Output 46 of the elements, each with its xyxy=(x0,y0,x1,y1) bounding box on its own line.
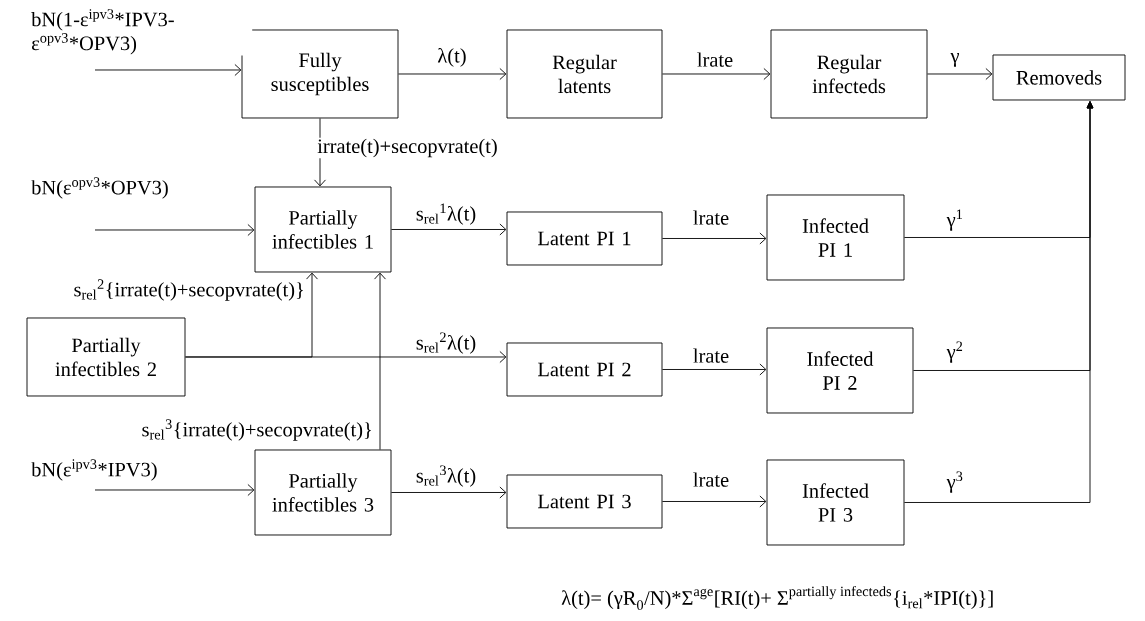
edge-label: lrate xyxy=(695,51,735,68)
arrow xyxy=(391,486,507,499)
compartment-box: Partially infectibles 1 xyxy=(254,186,392,273)
arrow xyxy=(391,223,507,236)
compartment-box: Regular latents xyxy=(506,29,663,119)
formula-note: $\text{λ(t)= (γR}_{\text{0}}\text{/N)*Σ}^{\text{age}}\text{[RI(t)+ Σ}^{\text{partially infecteds}}\text{\{i}_{\text{rel}}\text{*IPI(t)\}]}$ xyxy=(561,586,993,610)
edge-label: γ$^{3}$ xyxy=(945,470,965,494)
edge-label: bN(ε$^{opv3}$*OPV3) xyxy=(30,176,170,200)
edge-label: lrate xyxy=(691,347,731,364)
edge-label: s$_{rel}$$^{3}${irrate(t)+secopvrate(t)} xyxy=(140,418,374,442)
compartment-box: Latent PI 3 xyxy=(506,474,663,529)
arrow xyxy=(374,272,386,450)
compartment-box: Infected PI 2 xyxy=(766,327,914,414)
edge-label: λ(t) xyxy=(436,47,468,68)
edge-label: s$_{rel}$$^{3}$λ(t) xyxy=(414,464,478,488)
compartment-box: Infected PI 1 xyxy=(766,194,905,281)
edge-label: lrate xyxy=(691,209,731,226)
arrow xyxy=(398,68,507,80)
edge-label: γ$^{1}$ xyxy=(945,208,965,232)
arrow xyxy=(904,101,1094,503)
compartment-box: Latent PI 1 xyxy=(506,211,663,266)
arrow xyxy=(662,495,767,508)
compartment-box: Fully susceptibles xyxy=(241,29,399,119)
arrow xyxy=(94,224,255,236)
arrow xyxy=(927,68,993,80)
compartment-box: Removeds xyxy=(992,54,1126,101)
arrow xyxy=(185,351,507,363)
edge-label: bN(ε$^{ipv3}$*IPV3) xyxy=(30,458,159,482)
compartment-box: Infected PI 3 xyxy=(766,459,905,546)
compartment-box: Partially infectibles 2 xyxy=(26,317,186,397)
edge-label: irrate(t)+secopvrate(t) xyxy=(316,137,499,159)
edge-label: s$_{rel}$$^{2}$λ(t) xyxy=(414,331,478,355)
edge-label: lrate xyxy=(691,471,731,488)
arrow xyxy=(662,363,767,376)
edge-label: bN(1-ε$^{ipv3}$*IPV3- ε$^{opv3}$*OPV3) xyxy=(30,8,253,56)
compartment-box: Partially infectibles 3 xyxy=(254,449,392,536)
edge-label: s$_{rel}$$^{1}$λ(t) xyxy=(414,202,478,226)
edge-label: s$_{rel}$$^{2}${irrate(t)+secopvrate(t)} xyxy=(72,278,306,302)
edge-label: γ xyxy=(949,52,961,68)
arrow xyxy=(662,232,767,245)
arrow xyxy=(94,64,242,76)
arrow xyxy=(662,68,771,80)
arrow xyxy=(94,484,255,496)
compartment-box: Latent PI 2 xyxy=(506,342,663,397)
edge-label: γ$^{2}$ xyxy=(945,340,965,364)
compartment-box: Regular infecteds xyxy=(770,29,928,119)
